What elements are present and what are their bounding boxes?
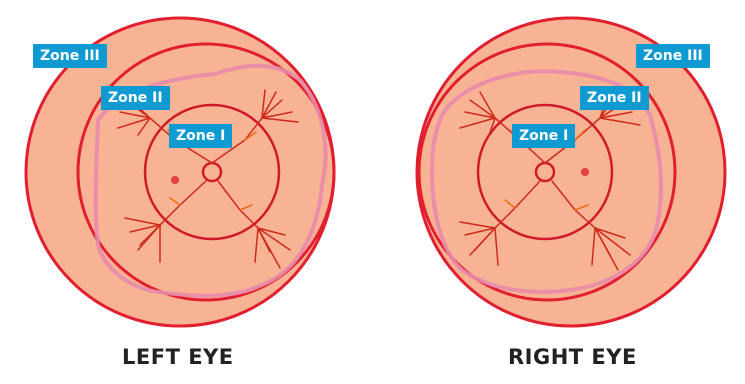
- left-eye-zone2-label: Zone II: [101, 86, 170, 110]
- left-eye-zone3-label: Zone III: [33, 44, 107, 68]
- right-eye-optic-disc: [536, 163, 554, 181]
- left-eye-caption: LEFT EYE: [122, 345, 234, 369]
- right-eye-zone2-label: Zone II: [580, 86, 649, 110]
- right-eye-zone1-label: Zone I: [512, 124, 575, 148]
- right-eye-zone3-label: Zone III: [636, 44, 710, 68]
- right-eye-macula: [581, 168, 589, 176]
- right-eye-caption: RIGHT EYE: [508, 345, 637, 369]
- left-eye-zone1-label: Zone I: [169, 124, 232, 148]
